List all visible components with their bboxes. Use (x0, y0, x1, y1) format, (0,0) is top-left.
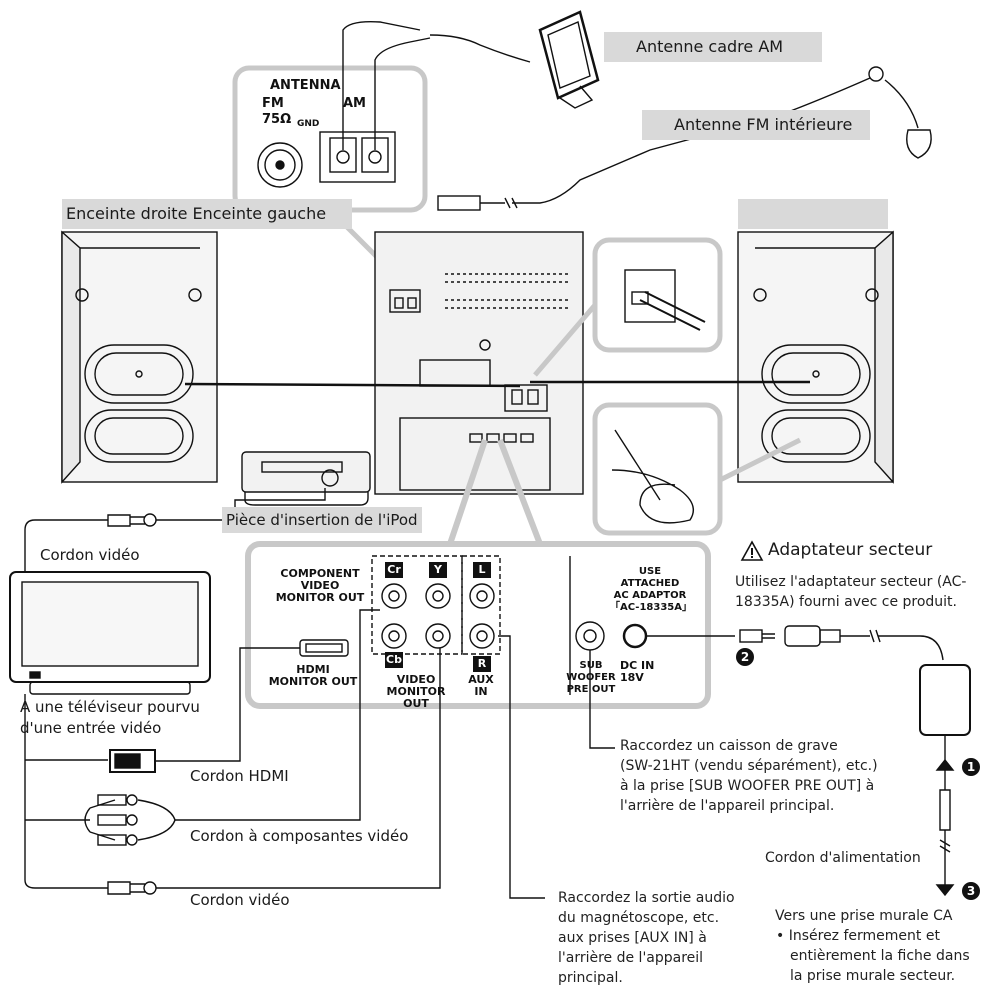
y-tag: Y (429, 562, 447, 578)
video-cable-top-label: Cordon vidéo (40, 546, 140, 564)
tv-label-line1: A une téléviseur pourvu (20, 698, 200, 716)
subwoofer-note: Raccordez un caisson de grave (SW-21HT (… (620, 736, 878, 816)
dc-in-line2: 18V (620, 671, 644, 684)
video-cable-bottom-label: Cordon vidéo (190, 891, 290, 909)
am-text: AM (343, 96, 366, 111)
fm-antenna-label: Antenne FM intérieure (642, 110, 870, 140)
warning-icon (740, 540, 764, 561)
l-tag: L (473, 562, 491, 578)
left-speaker (737, 230, 894, 484)
wall-note: • Insérez fermement et entièrement la fi… (776, 926, 970, 986)
fm-plug (437, 195, 481, 211)
aux-note: Raccordez la sortie audio du magnétoscop… (558, 888, 735, 988)
gnd-text: GND (297, 119, 320, 129)
tv-label-line2: d'une entrée vidéo (20, 719, 162, 737)
step-1-badge: 1 (962, 758, 980, 776)
wall-note-1: • Insérez fermement et (776, 928, 940, 944)
ohm-text: 75Ω (262, 112, 292, 127)
cable-callout (592, 402, 723, 536)
wall-outlet-label: Vers une prise murale CA (775, 908, 953, 924)
am-terminal (319, 131, 396, 183)
am-antenna-label: Antenne cadre AM (604, 32, 822, 62)
subwoofer-note-4: l'arrière de l'appareil principal. (620, 798, 835, 814)
fm-antenna-text: Antenne FM intérieure (674, 115, 853, 134)
wall-note-3: la prise murale secteur. (790, 968, 956, 984)
right-speaker (61, 230, 218, 484)
am-antenna-text: Antenne cadre AM (636, 37, 784, 56)
ac-adapter (919, 664, 971, 736)
sub-line1: SUB (579, 660, 603, 671)
video-line2: MONITOR OUT (386, 685, 446, 710)
am-loop (538, 10, 600, 100)
speakers-text: Enceinte droite Enceinte gauche (66, 204, 327, 223)
hdmi-cable-label: Cordon HDMI (190, 767, 289, 785)
ipod-dock (241, 451, 371, 506)
left-speaker-label-box (738, 199, 888, 229)
ac-adapter-line1: Utilisez l'adaptateur secteur (AC- (735, 574, 967, 590)
aux-note-4: l'arrière de l'appareil (558, 950, 704, 966)
power-cord-label: Cordon d'alimentation (765, 850, 921, 866)
ac-adapter-title: Adaptateur secteur (768, 540, 933, 560)
hdmi-line1: HDMI (296, 663, 330, 676)
video-line1: VIDEO (396, 673, 436, 686)
aux-line1: AUX (468, 673, 494, 686)
component-line2: MONITOR OUT (275, 591, 365, 604)
adaptor-line1: USE ATTACHED (620, 566, 680, 589)
ipod-dock-label: Pièce d'insertion de l'iPod (222, 507, 422, 533)
sub-line2: WOOFER (566, 672, 616, 683)
subwoofer-note-1: Raccordez un caisson de grave (620, 738, 838, 754)
subwoofer-note-2: (SW-21HT (vendu séparément), etc.) (620, 758, 878, 774)
speaker-terminal-callout (592, 237, 723, 353)
adaptor-line2: AC ADAPTOR (613, 590, 687, 601)
adaptor-line3: 「AC-18335A」 (610, 602, 692, 613)
aux-note-1: Raccordez la sortie audio (558, 890, 735, 906)
hdmi-jack (299, 639, 349, 657)
sub-line3: PRE OUT (566, 684, 616, 695)
aux-line2: IN (474, 685, 488, 698)
component-line1: COMPONENT VIDEO (280, 567, 360, 592)
aux-note-3: aux prises [AUX IN] à (558, 930, 707, 946)
step-3-badge: 3 (962, 882, 980, 900)
cb-tag: Cb (385, 652, 403, 668)
subwoofer-note-3: à la prise [SUB WOOFER PRE OUT] à (620, 778, 875, 794)
antenna-text: ANTENNA (270, 78, 341, 93)
aux-note-5: principal. (558, 970, 623, 986)
fm-jack (257, 142, 303, 188)
fm-text: FM (262, 96, 284, 111)
ac-adapter-line2: 18335A) fourni avec ce produit. (735, 594, 957, 610)
wall-note-2: entièrement la fiche dans (790, 948, 970, 964)
component-cable-label: Cordon à composantes vidéo (190, 827, 409, 845)
cr-tag: Cr (385, 562, 403, 578)
ipod-dock-text: Pièce d'insertion de l'iPod (226, 511, 418, 529)
step-2-badge: 2 (736, 648, 754, 666)
r-tag: R (473, 656, 491, 672)
tv (9, 571, 211, 695)
rear-panel (245, 541, 711, 709)
dc-in-line1: DC IN (620, 659, 655, 672)
speakers-label: Enceinte droite Enceinte gauche (62, 199, 352, 229)
hdmi-line2: MONITOR OUT (268, 675, 358, 688)
aux-note-2: du magnétoscope, etc. (558, 910, 720, 926)
